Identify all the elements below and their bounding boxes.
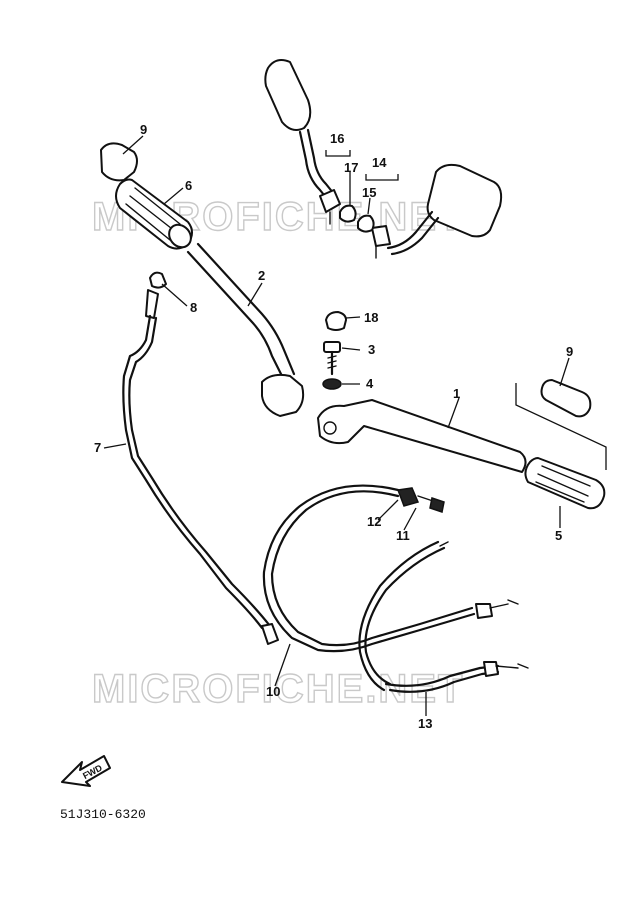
callout-13: 13 bbox=[418, 716, 432, 731]
diagram-code: 51J310-6320 bbox=[60, 807, 146, 822]
callout-6: 6 bbox=[185, 178, 192, 193]
callout-18: 18 bbox=[364, 310, 378, 325]
mirror-right-part-14 bbox=[371, 163, 503, 259]
front-direction-arrow: FWD bbox=[61, 755, 111, 787]
washer-part-4 bbox=[322, 378, 342, 390]
handlebar-left-part-2 bbox=[186, 242, 305, 417]
callout-14: 14 bbox=[372, 155, 387, 170]
grip-end-left-part-9 bbox=[100, 142, 138, 182]
grip-right-part-5 bbox=[524, 457, 606, 510]
cable-part-10 bbox=[262, 484, 519, 692]
leader-lines bbox=[103, 135, 570, 716]
callout-16: 16 bbox=[330, 131, 344, 146]
callout-12: 12 bbox=[367, 514, 381, 529]
callout-15: 15 bbox=[362, 185, 376, 200]
callout-7: 7 bbox=[94, 440, 101, 455]
callout-3: 3 bbox=[368, 342, 375, 357]
nut-part-15 bbox=[357, 214, 375, 233]
callout-9-right: 9 bbox=[566, 344, 573, 359]
handlebar-right-part-1 bbox=[317, 399, 527, 473]
watermark-bottom: MICROFICHE.NET bbox=[92, 667, 464, 711]
callout-10: 10 bbox=[266, 684, 280, 699]
clamp-part-8 bbox=[149, 271, 167, 289]
nut-part-17 bbox=[339, 204, 357, 223]
callout-1: 1 bbox=[453, 386, 460, 401]
callout-5: 5 bbox=[555, 528, 562, 543]
mirror-left-part-16 bbox=[264, 59, 341, 225]
cap-part-18 bbox=[325, 311, 347, 331]
cable-part-13 bbox=[384, 661, 529, 693]
adjuster-part-12 bbox=[396, 487, 420, 507]
callout-9-left: 9 bbox=[140, 122, 147, 137]
callout-4: 4 bbox=[366, 376, 374, 391]
grip-left-part-6 bbox=[115, 178, 193, 250]
bolt-part-3 bbox=[323, 341, 341, 376]
grip-end-right-part-9 bbox=[515, 379, 607, 470]
cable-part-7 bbox=[122, 289, 279, 645]
callout-11: 11 bbox=[396, 528, 410, 543]
callout-17: 17 bbox=[344, 160, 358, 175]
cable-end-part-11 bbox=[417, 495, 445, 513]
callout-2: 2 bbox=[258, 268, 265, 283]
callout-8: 8 bbox=[190, 300, 197, 315]
